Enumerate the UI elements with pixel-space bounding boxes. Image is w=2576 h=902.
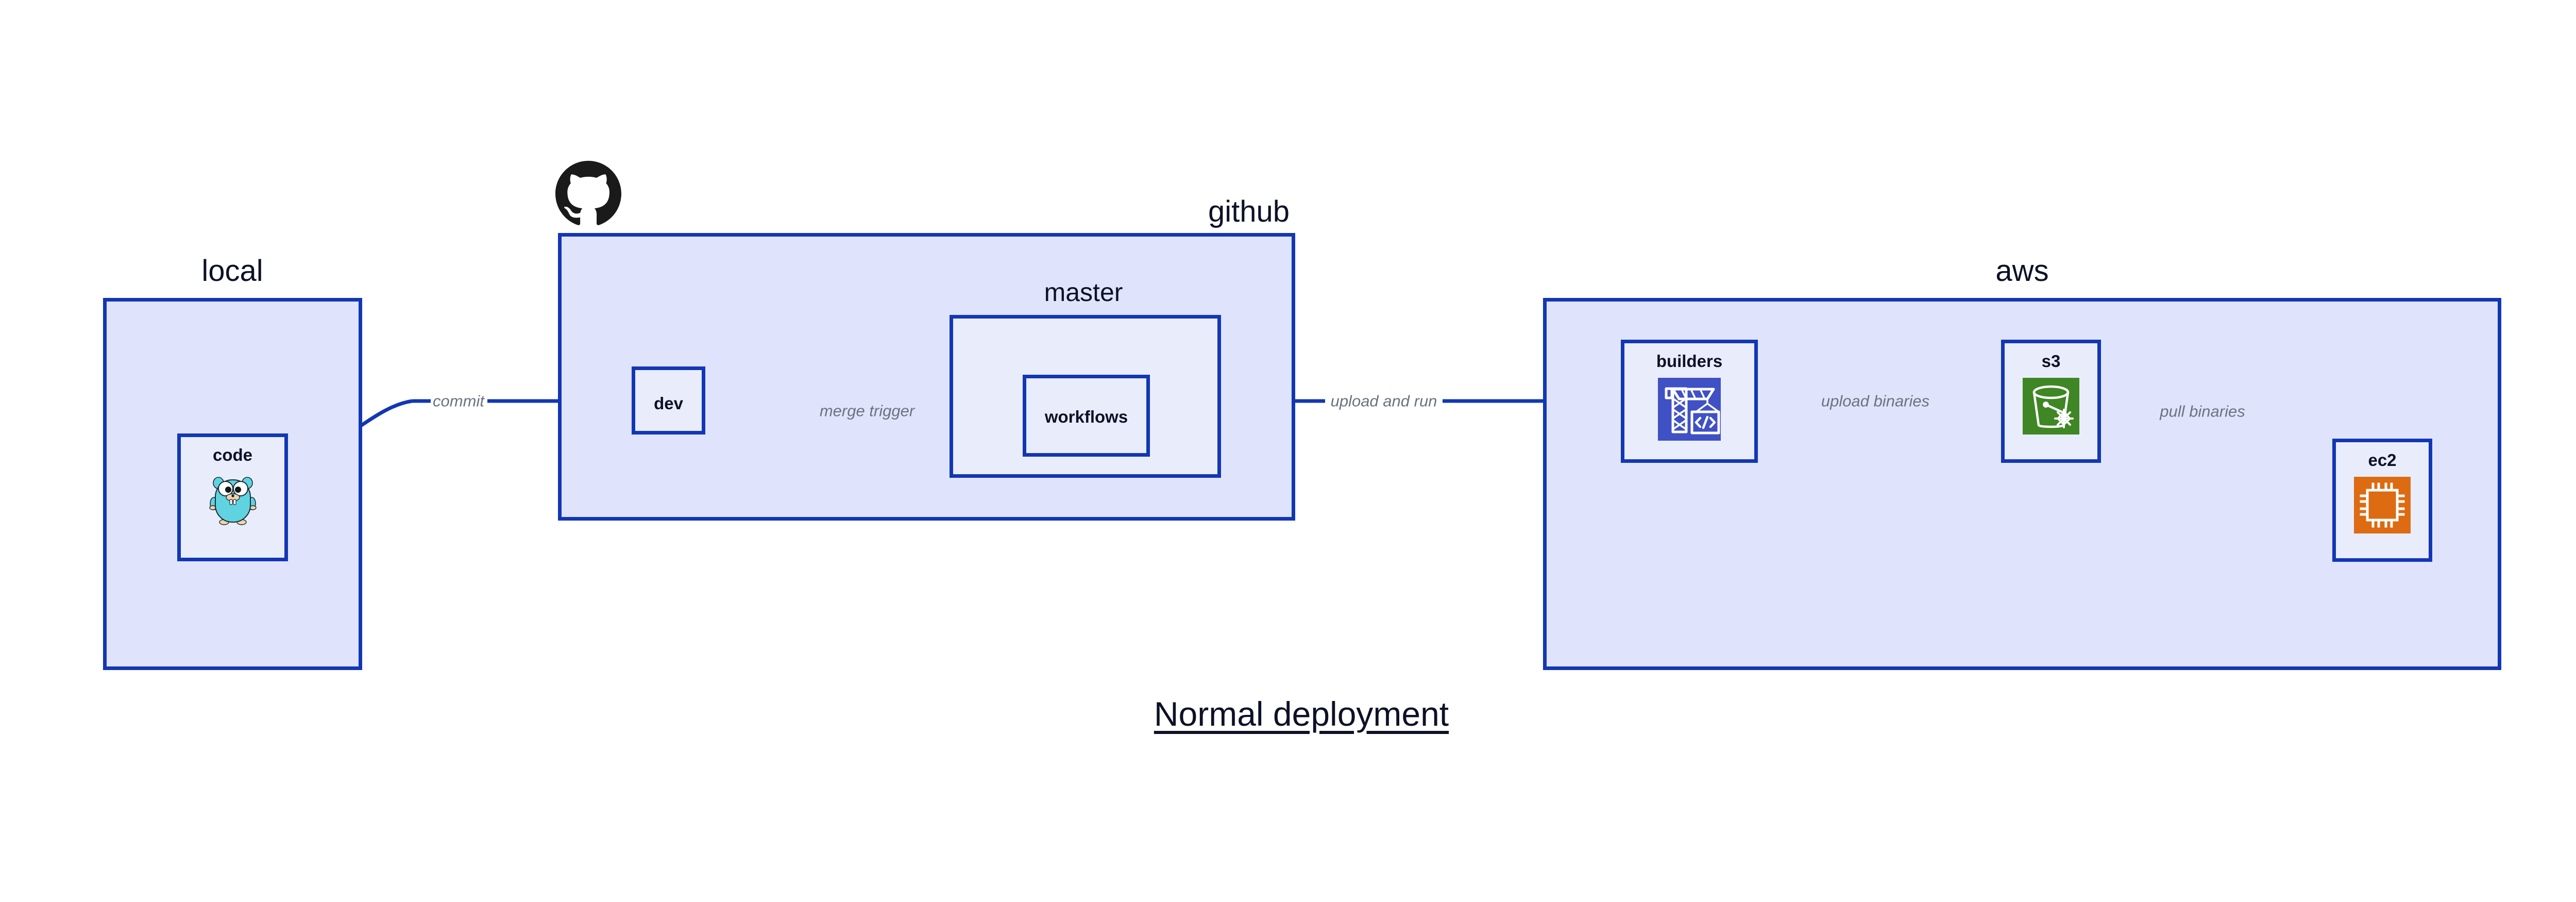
- edge-label-upload-and-run: upload and run: [1328, 393, 1439, 409]
- aws-codebuild-crane-icon: [1658, 378, 1721, 443]
- node-label-s3: s3: [2041, 352, 2061, 371]
- node-s3[interactable]: s3: [2001, 340, 2101, 463]
- edge-label-pull-binaries: pull binaries: [2158, 403, 2247, 420]
- diagram-title: Normal deployment: [1154, 695, 1449, 733]
- node-ec2[interactable]: ec2: [2332, 439, 2432, 562]
- node-label-builders: builders: [1656, 352, 1723, 371]
- node-label-dev: dev: [654, 394, 683, 413]
- edge-label-upload-binaries: upload binaries: [1819, 393, 1932, 409]
- aws-ec2-cpu-chip-icon: [2354, 477, 2411, 536]
- node-label-code: code: [212, 445, 253, 464]
- node-workflows[interactable]: workflows: [1023, 375, 1150, 457]
- go-gopher-icon: [208, 472, 258, 528]
- edge-label-merge-trigger: merge trigger: [817, 403, 917, 419]
- node-builders[interactable]: builders: [1621, 340, 1758, 463]
- group-label-github: github: [1208, 195, 1290, 228]
- group-label-local: local: [201, 254, 263, 288]
- node-dev[interactable]: dev: [632, 366, 705, 435]
- aws-s3-bucket-snowflake-icon: [2023, 378, 2079, 437]
- node-label-workflows: workflows: [1044, 407, 1128, 426]
- node-label-ec2: ec2: [2368, 450, 2397, 470]
- edge-label-commit: commit: [431, 393, 486, 409]
- node-code[interactable]: code: [177, 433, 288, 561]
- group-label-aws: aws: [1995, 254, 2049, 288]
- group-label-master: master: [1044, 278, 1123, 307]
- github-octocat-icon: [555, 161, 621, 227]
